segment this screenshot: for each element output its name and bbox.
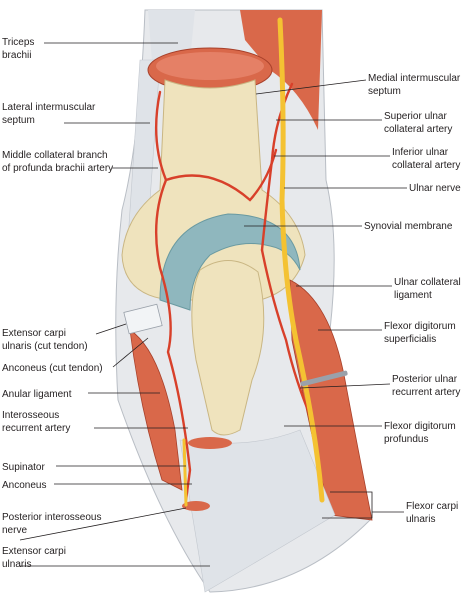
label-post-interosseous-nerve: Posterior interosseous nerve (2, 512, 104, 536)
leader-ecu-cut (95, 323, 127, 335)
leader-post-interosseous (19, 507, 187, 541)
label-triceps: Triceps brachii (2, 37, 37, 61)
posterior-ulnar-recurrent-artery (260, 248, 314, 422)
ulnar-nerve-path (277, 17, 325, 503)
ulna-olecranon (191, 260, 265, 436)
label-lateral-septum: Lateral intermuscular septum (2, 102, 98, 126)
leader-fcu-2 (322, 512, 373, 519)
label-anular-ligament: Anular ligament (2, 389, 72, 400)
posterior-interosseous-nerve-path (182, 438, 188, 507)
synovial-membrane (159, 213, 301, 311)
label-ecu: Extensor carpi ulnaris (2, 546, 69, 570)
leader-anconeus-cut (112, 337, 149, 368)
label-anconeus: Anconeus (2, 480, 46, 491)
label-medial-septum: Medial intermuscular septum (368, 73, 462, 97)
radius-cut-end (188, 437, 232, 449)
label-inferior-ulnar-collateral: Inferior ulnar collateral artery (392, 147, 460, 171)
label-anconeus-cut: Anconeus (cut tendon) (2, 363, 103, 374)
label-supinator: Supinator (2, 462, 45, 473)
label-synovial-membrane: Synovial membrane (364, 221, 453, 232)
middle-collateral-artery (154, 90, 192, 502)
leader-lines (19, 42, 407, 567)
label-ulnar-collateral-ligament: Ulnar collateral ligament (394, 277, 462, 301)
right-labels: Medial intermuscular septum Superior uln… (364, 73, 462, 525)
leader-fcu (330, 491, 404, 513)
label-fds: Flexor digitorum superficialis (384, 321, 458, 345)
label-fcu: Flexor carpi ulnaris (406, 501, 461, 525)
metal-probe (300, 370, 348, 387)
label-ecu-cut-tendon: Extensor carpi ulnaris (cut tendon) (2, 328, 88, 352)
label-posterior-ulnar-recurrent: Posterior ulnar recurrent artery (392, 374, 460, 398)
anastomotic-arch (164, 148, 278, 202)
triceps-muscle (148, 10, 195, 62)
ecu-cut-tendon (123, 303, 163, 335)
label-superior-ulnar-collateral: Superior ulnar collateral artery (384, 111, 452, 135)
leader-post-ulnar-recurrent (299, 383, 391, 389)
leader-med-septum (255, 79, 367, 95)
left-labels: Triceps brachii Lateral intermuscular se… (2, 37, 113, 570)
label-interosseous-recurrent: Interosseous recurrent artery (2, 410, 70, 434)
ecu-lower-cut-end (182, 501, 210, 511)
label-ulnar-nerve: Ulnar nerve (409, 183, 461, 194)
label-middle-collateral: Middle collateral branch of profunda bra… (2, 150, 113, 174)
elbow-illustration (115, 9, 373, 593)
forearm-extensor-mass (129, 329, 183, 491)
label-fdp: Flexor digitorum profundus (384, 421, 458, 445)
triceps-cut-face (156, 52, 264, 80)
